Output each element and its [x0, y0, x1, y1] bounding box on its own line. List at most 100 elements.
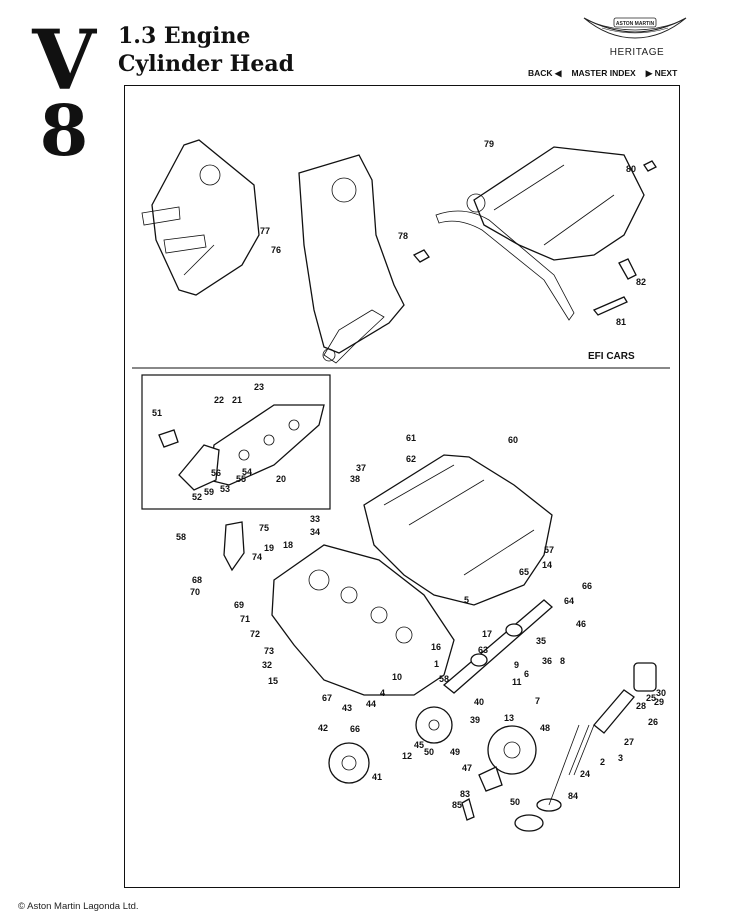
part-label-46: 46	[576, 619, 586, 629]
part-label-49: 49	[450, 747, 460, 757]
part-label-51: 51	[152, 408, 162, 418]
bolt-78	[412, 249, 430, 263]
part-label-65: 65	[519, 567, 529, 577]
part-label-62: 62	[406, 454, 416, 464]
part-label-6: 6	[524, 669, 529, 679]
efi-caption: EFI CARS	[588, 351, 635, 362]
part-label-54: 54	[242, 467, 252, 477]
part-label-71: 71	[240, 614, 250, 624]
part-label-8: 8	[560, 656, 565, 666]
part-label-27: 27	[624, 737, 634, 747]
part-label-21: 21	[232, 395, 242, 405]
valve-seat-24	[514, 814, 544, 832]
sprocket-47	[415, 706, 453, 744]
gear-39	[328, 742, 370, 784]
part-label-76: 76	[271, 245, 281, 255]
part-label-14: 14	[542, 560, 552, 570]
part-label-50: 50	[510, 797, 520, 807]
master-index-link[interactable]: MASTER INDEX	[571, 68, 636, 78]
part-label-81: 81	[616, 317, 626, 327]
part-label-42: 42	[318, 723, 328, 733]
part-label-69: 69	[234, 600, 244, 610]
part-label-56: 56	[211, 468, 221, 478]
part-label-38: 38	[350, 474, 360, 484]
part-label-41: 41	[372, 772, 382, 782]
part-label-52: 52	[192, 492, 202, 502]
part-label-50: 50	[424, 747, 434, 757]
part-label-82: 82	[636, 277, 646, 287]
part-label-78: 78	[398, 231, 408, 241]
part-label-80: 80	[626, 164, 636, 174]
part-label-13: 13	[504, 713, 514, 723]
part-label-7: 7	[535, 696, 540, 706]
back-link[interactable]: BACK ◀	[528, 68, 562, 78]
part-label-36: 36	[542, 656, 552, 666]
part-label-60: 60	[508, 435, 518, 445]
heritage-label: HERITAGE	[609, 47, 665, 58]
inset-body-52	[178, 444, 220, 491]
part-label-43: 43	[342, 703, 352, 713]
part-label-58: 58	[176, 532, 186, 542]
tensioner-85	[478, 766, 503, 792]
thermostat-housing-74	[223, 521, 245, 572]
part-label-4: 4	[380, 688, 385, 698]
section-number: 8	[39, 89, 89, 172]
cylinder-head-1	[271, 544, 455, 696]
part-label-64: 64	[564, 596, 574, 606]
part-label-15: 15	[268, 676, 278, 686]
inset-box	[141, 374, 331, 510]
brand-name: ASTON MARTIN	[616, 21, 655, 27]
part-label-84: 84	[568, 791, 578, 801]
part-label-58: 58	[439, 674, 449, 684]
title-line-1: 1.3 Engine	[118, 23, 251, 49]
part-label-30: 30	[656, 688, 666, 698]
part-label-37: 37	[356, 463, 366, 473]
part-label-34: 34	[310, 527, 320, 537]
section-badge: V 8	[24, 20, 104, 166]
camshaft	[442, 599, 553, 694]
part-label-77: 77	[260, 226, 270, 236]
part-label-5: 5	[464, 595, 469, 605]
part-label-45: 45	[414, 740, 424, 750]
bolt-81	[592, 296, 628, 316]
part-label-23: 23	[254, 382, 264, 392]
part-label-26: 26	[648, 717, 658, 727]
timing-cover-76	[298, 154, 405, 364]
cam-cover-60	[363, 454, 553, 606]
part-label-57: 57	[544, 545, 554, 555]
part-label-9: 9	[514, 660, 519, 670]
part-label-66: 66	[582, 581, 592, 591]
part-label-18: 18	[283, 540, 293, 550]
bracket-plate-77	[141, 139, 260, 296]
part-label-55: 55	[236, 474, 246, 484]
part-label-19: 19	[264, 543, 274, 553]
inset-manifold-20	[208, 404, 325, 486]
part-label-29: 29	[654, 697, 664, 707]
part-label-61: 61	[406, 433, 416, 443]
part-label-3: 3	[618, 753, 623, 763]
inset-plug-51	[158, 429, 179, 448]
part-label-33: 33	[310, 514, 320, 524]
part-label-22: 22	[214, 395, 224, 405]
pin-82	[618, 258, 637, 280]
part-label-39: 39	[470, 715, 480, 725]
part-label-75: 75	[259, 523, 269, 533]
part-label-79: 79	[484, 139, 494, 149]
next-link[interactable]: ▶ NEXT	[645, 68, 678, 78]
part-label-85: 85	[452, 800, 462, 810]
part-label-40: 40	[474, 697, 484, 707]
part-label-66: 66	[350, 724, 360, 734]
part-label-72: 72	[250, 629, 260, 639]
plenum-cover-79	[435, 146, 645, 321]
part-label-32: 32	[262, 660, 272, 670]
part-label-16: 16	[431, 642, 441, 652]
part-label-48: 48	[540, 723, 550, 733]
sprocket-83	[487, 725, 537, 775]
title-line-2: Cylinder Head	[118, 51, 295, 77]
copyright: © Aston Martin Lagonda Ltd.	[18, 901, 139, 912]
aston-martin-wings-logo: ASTON MARTIN	[583, 17, 687, 39]
part-label-68: 68	[192, 575, 202, 585]
part-label-70: 70	[190, 587, 200, 597]
